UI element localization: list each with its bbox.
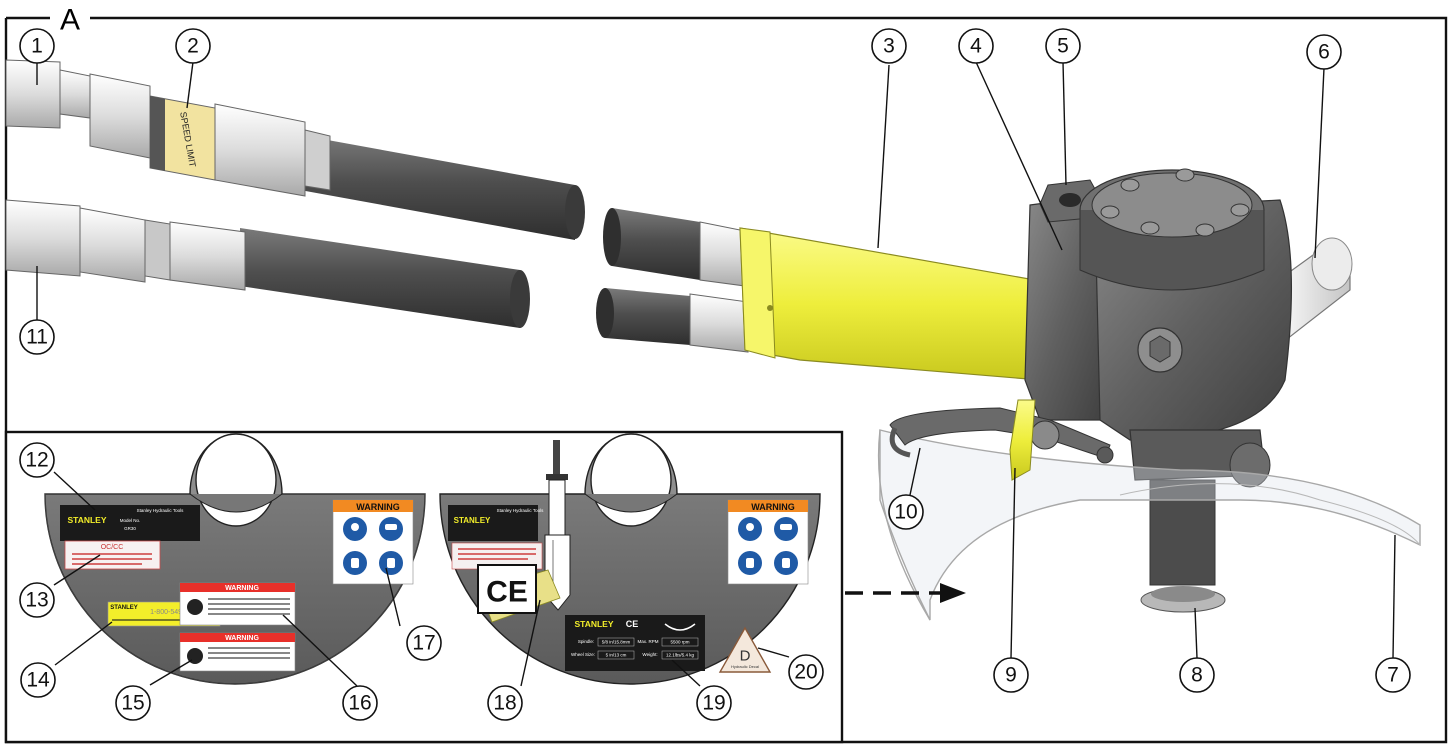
callout-18: 18 (487, 685, 523, 721)
svg-text:8: 8 (1191, 664, 1203, 687)
decal-inset: STANLEY Stanley Hydraulic Tools Model No… (4, 430, 844, 744)
svg-text:10: 10 (894, 501, 917, 524)
right-weight-value: 12.1lbs/5.4 kg (666, 653, 695, 658)
svg-text:18: 18 (493, 692, 516, 715)
callout-14: 14 (20, 662, 56, 698)
svg-text:11: 11 (26, 326, 48, 349)
svg-text:15: 15 (121, 692, 144, 715)
hose-assembly-upper: SPEED LIMIT (5, 59, 585, 240)
left-phone-number: 1-800-549-0517 (150, 609, 200, 616)
svg-text:16: 16 (348, 692, 371, 715)
callout-19: 19 (696, 685, 732, 721)
callout-11: 11 (19, 319, 55, 355)
right-max-rpm-label: Max. RPM (637, 639, 658, 644)
callouts: 1 2 3 4 5 6 7 8 9 10 11 12 13 14 15 16 1… (19, 28, 1411, 721)
svg-text:14: 14 (26, 669, 50, 692)
left-model-line: Stanley Hydraulic Tools (137, 508, 184, 513)
panel-letter: A (60, 4, 80, 37)
callout-5: 5 (1045, 28, 1081, 64)
callout-6: 6 (1306, 34, 1342, 70)
right-model-brand: STANLEY (454, 516, 491, 525)
right-spindle-value: 5/8 in/15.8mm (602, 640, 631, 645)
yellow-hose-guard (739, 227, 1041, 381)
svg-text:7: 7 (1387, 664, 1399, 687)
svg-text:2: 2 (187, 35, 199, 58)
callout-16: 16 (342, 685, 378, 721)
callout-4: 4 (958, 28, 994, 64)
right-wheel-size-value: 5 in/13 cm (606, 653, 627, 658)
svg-text:9: 9 (1005, 664, 1017, 687)
callout-8: 8 (1179, 657, 1215, 693)
left-warning-2-title: WARNING (225, 635, 259, 642)
right-model-line: Stanley Hydraulic Tools (497, 508, 544, 513)
callout-12: 12 (19, 442, 55, 478)
callout-3: 3 (871, 28, 907, 64)
svg-text:4: 4 (970, 35, 982, 58)
right-spindle-label: Spindle: (578, 639, 594, 644)
callout-17: 17 (406, 625, 442, 661)
callout-20: 20 (788, 654, 824, 690)
left-model-label: Model No. (120, 518, 141, 523)
svg-text:12: 12 (25, 449, 48, 472)
leader-lines (36, 61, 1396, 687)
svg-text:3: 3 (883, 35, 895, 58)
right-ppe-warning-title: WARNING (751, 502, 795, 512)
hose-entry-right (596, 208, 761, 353)
right-max-rpm-value: 5500 rpm (670, 640, 689, 645)
guard-right: STANLEY Stanley Hydraulic Tools CE STANL… (439, 433, 821, 685)
callout-1: 1 (19, 28, 55, 64)
right-spec-brand: STANLEY (574, 619, 613, 629)
callout-10: 10 (888, 494, 924, 530)
grinder-body (1024, 168, 1353, 613)
svg-text:20: 20 (794, 661, 817, 684)
hose-assembly-lower (5, 199, 530, 328)
callout-7: 7 (1375, 657, 1411, 693)
svg-text:5: 5 (1057, 35, 1069, 58)
inset-pointer-arrow (845, 583, 966, 603)
svg-text:1: 1 (31, 35, 43, 58)
right-triangle-letter: D (740, 648, 751, 665)
right-weight-label: Weight: (642, 652, 657, 657)
callout-9: 9 (993, 657, 1029, 693)
left-model-value: GR30 (124, 526, 136, 531)
left-ppe-warning-title: WARNING (356, 502, 400, 512)
callout-13: 13 (19, 582, 55, 618)
right-spec-ce: CE (626, 619, 639, 629)
svg-text:17: 17 (412, 632, 435, 655)
left-occc: OC/CC (101, 544, 124, 551)
guard-left: STANLEY Stanley Hydraulic Tools Model No… (44, 433, 426, 685)
left-phone-brand: STANLEY (110, 605, 138, 611)
right-ce-mark: CE (486, 576, 528, 609)
right-wheel-size-label: Wheel Size: (571, 652, 595, 657)
left-model-brand: STANLEY (67, 515, 106, 525)
right-triangle-caption: Hydraulic Decal (731, 664, 759, 669)
svg-text:19: 19 (702, 692, 725, 715)
cap-bolts (1100, 168, 1250, 237)
left-warning-1-title: WARNING (225, 585, 259, 592)
svg-text:13: 13 (25, 589, 48, 612)
svg-text:6: 6 (1318, 41, 1330, 64)
callout-2: 2 (175, 28, 211, 64)
callout-15: 15 (115, 685, 151, 721)
trigger-lever (889, 399, 1114, 481)
